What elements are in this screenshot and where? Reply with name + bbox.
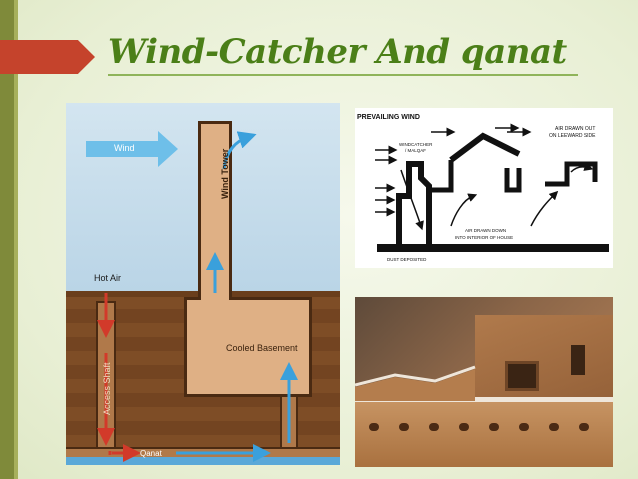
building-one — [396, 161, 432, 244]
label-air-out-2: ON LEEWARD SIDE — [549, 133, 596, 139]
building-two — [449, 132, 521, 163]
left-accent-bar — [0, 0, 14, 479]
label-air-down-2: INTO INTERIOR OF HOUSE — [455, 235, 514, 240]
label-dust: DUST DEPOSITED — [387, 257, 427, 262]
photo-lower-wall — [355, 401, 613, 467]
building-two-wall — [427, 160, 454, 193]
qanat-water — [66, 457, 340, 465]
label-windcatcher-2: / MALQAF — [405, 148, 427, 153]
photo-vigas — [355, 365, 589, 431]
tower-fill-joint — [201, 293, 229, 301]
label-air-down-1: AIR DRAWN DOWN — [465, 228, 507, 233]
wind-arrow-large — [86, 131, 178, 167]
label-cooled-basement: Cooled Basement — [226, 343, 298, 353]
left-accent-stripe — [14, 0, 18, 479]
photo-right-window — [571, 345, 585, 375]
title-arrow-tab — [0, 40, 95, 74]
label-hot-air: Hot Air — [94, 273, 122, 283]
title-underline — [108, 74, 578, 76]
label-wind: Wind — [114, 143, 135, 153]
prevailing-wind-schematic: PREVAILING WIND WINDCATCHER / MALQAF AIR… — [355, 108, 613, 268]
label-air-out-1: AIR DRAWN OUT — [555, 126, 596, 132]
ground-bar — [377, 244, 609, 252]
label-qanat: Qanat — [140, 449, 162, 458]
air-flow-arrows — [86, 131, 298, 462]
cooled-basement-room — [184, 297, 312, 397]
schematic-drawing — [375, 123, 609, 252]
photo-window — [505, 361, 539, 391]
slide-title: Wind-Catcher And qanat — [108, 32, 567, 72]
building-three — [504, 168, 522, 193]
building-four — [545, 161, 598, 187]
photo-parapet-snow — [355, 397, 613, 402]
label-windcatcher-1: WINDCATCHER — [399, 142, 433, 147]
label-access-shaft: Access Shaft — [102, 362, 112, 415]
label-wind-tower: Wind Tower — [220, 148, 230, 199]
windtower-qanat-diagram: Wind Wind Tower Hot Air Access Shaft Coo… — [66, 103, 340, 465]
label-prevailing-wind: PREVAILING WIND — [357, 114, 420, 121]
adobe-building-photo — [355, 297, 613, 467]
tower-outflow-arrow — [222, 131, 257, 170]
